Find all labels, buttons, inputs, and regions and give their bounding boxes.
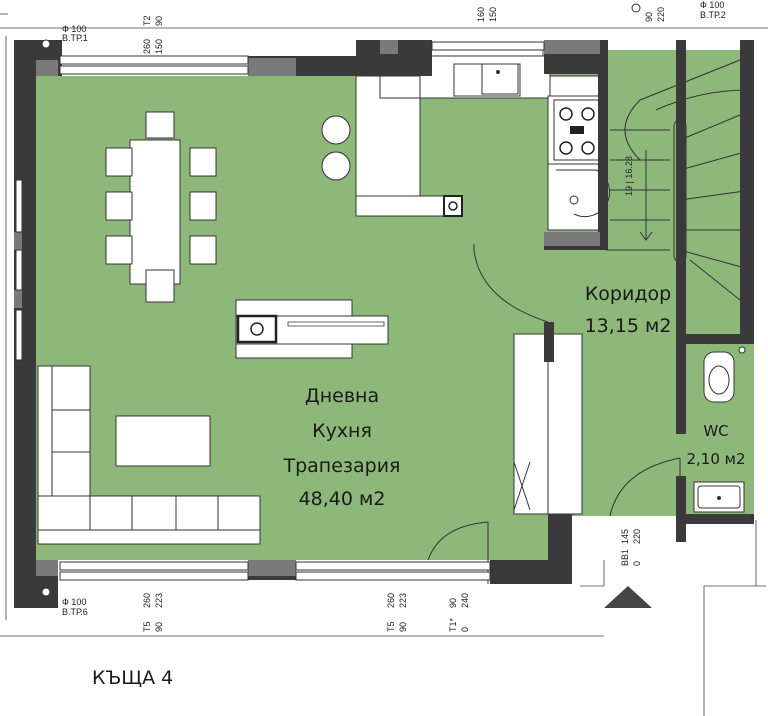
tag-text: 90 — [154, 16, 164, 26]
exterior-walls — [14, 40, 754, 608]
tag-text: 223 — [398, 593, 408, 608]
tag-text: BB1 — [620, 549, 630, 566]
tag-text: 90 — [398, 622, 408, 632]
sofa — [37, 365, 261, 545]
tag-text: 90 — [154, 622, 164, 632]
kitchen-counter — [355, 55, 607, 217]
pipe-bl-name: В.ТР.6 — [62, 607, 88, 617]
tag-text: 220 — [632, 529, 642, 544]
pipe-tr-d: Ф 100 — [700, 0, 724, 10]
wardrobe — [513, 333, 583, 515]
bar-stool — [321, 115, 351, 145]
dimension-tags: 260 T2 150 90 160 150 90 220 T5 260 90 2… — [142, 7, 666, 632]
pipe-markers — [41, 3, 746, 597]
bar-stool — [321, 151, 351, 181]
tag-text: 260 — [386, 593, 396, 608]
wc-area: 2,10 м2 — [686, 450, 745, 468]
living-room-area: 48,40 м2 — [299, 488, 386, 510]
tag-text: 0 — [632, 561, 642, 566]
stair-label: 19 | 16.28 — [624, 156, 634, 196]
corridor-label: Коридор — [585, 283, 671, 305]
coffee-table — [115, 415, 211, 467]
pipe-bl-d: Ф 100 — [62, 597, 86, 607]
tag-text: 90 — [644, 12, 654, 22]
pipe-tl-d: Ф 100 — [62, 24, 86, 34]
entrance-arrow — [604, 586, 652, 608]
tag-text: T1* — [448, 617, 458, 632]
house-label: КЪЩА 4 — [92, 667, 173, 689]
corridor-area: 13,15 м2 — [585, 315, 672, 337]
outline-lines — [0, 13, 768, 716]
living-room-label-3: Трапезария — [282, 455, 400, 477]
tag-text: 150 — [154, 39, 164, 54]
dining-table — [105, 111, 217, 303]
wc-label: WC — [703, 422, 728, 440]
tag-text: 223 — [154, 593, 164, 608]
kitchen-island — [235, 299, 389, 359]
pipe-tl-name: В.ТР.1 — [62, 33, 88, 43]
tag-text: T5 — [386, 621, 396, 632]
column-blocks — [14, 40, 600, 576]
kitchen-appliances — [547, 95, 611, 231]
tag-text: 160 — [476, 7, 486, 22]
tag-text: 260 — [142, 39, 152, 54]
windows — [15, 41, 545, 581]
living-room-label-1: Дневна — [305, 385, 379, 407]
wc-fixtures — [693, 351, 745, 513]
tag-text: 240 — [460, 593, 470, 608]
tag-text: T5 — [142, 621, 152, 632]
tag-text: 150 — [488, 7, 498, 22]
tag-text: 0 — [460, 627, 470, 632]
pipe-tr-name: В.ТР.2 — [700, 10, 726, 20]
living-room-label-2: Кухня — [312, 420, 372, 442]
tag-text: 260 — [142, 593, 152, 608]
tag-text: 145 — [620, 529, 630, 544]
tag-text: T2 — [142, 15, 152, 26]
tag-text: 90 — [448, 598, 458, 608]
tag-text: 220 — [656, 7, 666, 22]
